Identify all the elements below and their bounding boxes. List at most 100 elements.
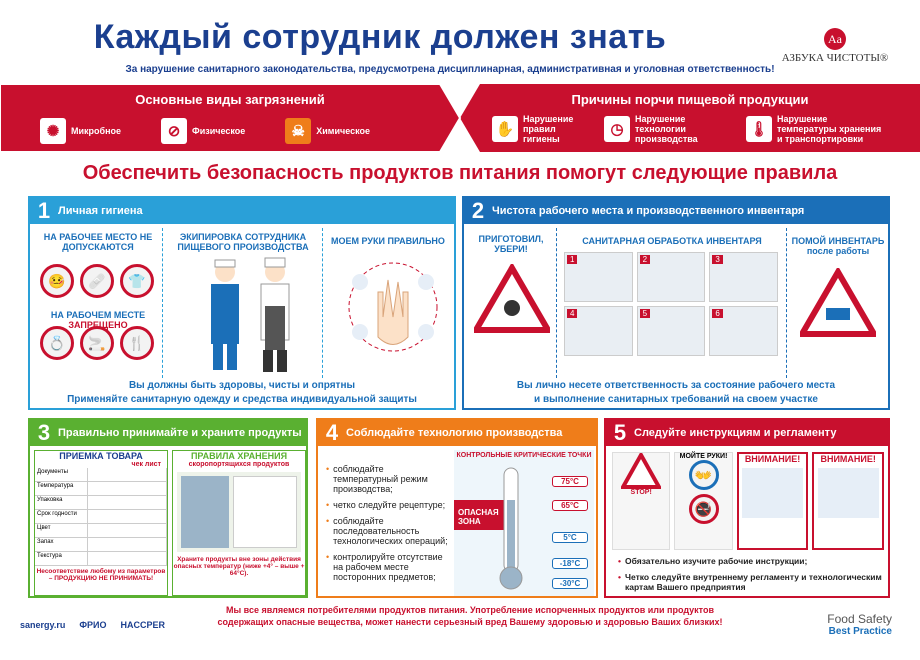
- checklist-row: Текстура: [35, 552, 167, 566]
- contamination-types-list: ✺Микробное ⊘Физическое ☠Химическое: [40, 118, 370, 144]
- worker-uniform-icon: [211, 257, 290, 372]
- receiving-footer: Несоответствие любому из параметров – ПР…: [36, 568, 166, 582]
- dirty-clothes-icon: 👕: [120, 264, 154, 298]
- critical-points-title: КОНТРОЛЬНЫЕ КРИТИЧЕСКИЕ ТОЧКИ: [456, 452, 592, 459]
- cause-hygiene: ✋Нарушение правил гигиены: [492, 114, 592, 144]
- jewelry-icon: 💍: [40, 326, 74, 360]
- panel-receive-store: 3 Правильно принимайте и храните продукт…: [28, 418, 308, 598]
- instruction-bullets: •Обязательно изучите рабочие инструкции;…: [618, 556, 882, 598]
- step-6: 6: [709, 306, 778, 356]
- panel1-not-allowed-row: 🤒 🩹 👕: [40, 264, 154, 298]
- fridge-icon: [181, 476, 229, 548]
- panel1-number: 1: [37, 198, 51, 223]
- tech-bullet-2: •четко следуйте рецептуре;: [326, 500, 446, 510]
- food-safety-text: Food Safety: [827, 612, 892, 626]
- danger-zone-label: ОПАСНАЯ ЗОНА: [458, 508, 499, 526]
- panel1-header: 1 Личная гигиена: [30, 198, 454, 224]
- cause-technology: ◷Нарушение технологии производства: [604, 114, 734, 144]
- hand-icon: ✋: [492, 116, 518, 142]
- temp-5: 5°С: [552, 532, 588, 543]
- sign-attention-1: ВНИМАНИЕ!: [736, 452, 809, 550]
- step-3: 3: [709, 252, 778, 302]
- contamination-types-title: Основные виды загрязнений: [135, 92, 325, 107]
- panel-personal-hygiene: 1 Личная гигиена НА РАБОЧЕЕ МЕСТО НЕ ДОП…: [28, 196, 456, 410]
- partner-logos: sanergy.ru ФРИО HACCPER: [20, 620, 165, 630]
- panel2-divider: [556, 228, 558, 378]
- wash-equipment-warning-icon: [800, 268, 876, 337]
- instruction-signs: STOP! МОЙТЕ РУКИ! 👐 🚭 ВНИМАНИЕ! ВНИМАНИЕ…: [612, 452, 884, 550]
- panel2-number: 2: [471, 198, 485, 223]
- clean-up-warning-icon: [474, 264, 550, 333]
- panel1-col1-title: НА РАБОЧЕЕ МЕСТО НЕ ДОПУСКАЮТСЯ: [43, 232, 153, 252]
- food-safety-logo: Food Safety Best Practice: [782, 612, 892, 637]
- panel2-title: Чистота рабочего места и производственно…: [492, 205, 805, 217]
- smoking-icon: 🚬: [80, 326, 114, 360]
- eating-icon: 🍴: [120, 326, 154, 360]
- contamination-band-bg: [0, 84, 920, 152]
- panel3-number: 3: [37, 420, 51, 445]
- attention-label-2: ВНИМАНИЕ!: [820, 454, 876, 464]
- page-title: Каждый сотрудник должен знать: [93, 18, 667, 56]
- storage-subtitle: скоропортящихся продуктов: [188, 461, 290, 468]
- panel2-col2-title: САНИТАРНАЯ ОБРАБОТКА ИНВЕНТАРЯ: [582, 236, 762, 246]
- panel1-footer-2: Применяйте санитарную одежду и средства …: [67, 394, 417, 405]
- critical-points-chart: КОНТРОЛЬНЫЕ КРИТИЧЕСКИЕ ТОЧКИ ОПАСНАЯ ЗО…: [454, 450, 594, 596]
- chemical-icon: ☠: [285, 118, 312, 144]
- panel2-col1-title: ПРИГОТОВИЛ, УБЕРИ!: [478, 234, 544, 254]
- sanitation-steps-grid: 1 2 3 4 5 6: [564, 252, 778, 356]
- receiving-title: ПРИЕМКА ТОВАРА: [59, 451, 143, 461]
- panel1-divider: [162, 228, 164, 378]
- handwash-steps-icon: [348, 262, 438, 352]
- microbe-icon: ✺: [40, 118, 66, 144]
- temp-minus30: -30°С: [552, 578, 588, 589]
- fridge-illustration: [177, 472, 301, 552]
- spoilage-causes-list: ✋Нарушение правил гигиены ◷Нарушение тех…: [492, 114, 886, 144]
- receiving-subtitle: чек лист: [131, 461, 161, 468]
- clock-icon: ◷: [604, 116, 630, 142]
- checklist-row: Упаковка: [35, 496, 167, 510]
- panel4-header: 4 Соблюдайте технологию производства: [318, 420, 596, 446]
- checklist-row: Температура: [35, 482, 167, 496]
- contamination-microbial: ✺Микробное: [40, 118, 121, 144]
- checklist-row: Срок годности: [35, 510, 167, 524]
- warning-triangle-icon: [621, 453, 662, 489]
- temp-minus18: -18°С: [552, 558, 588, 569]
- logo-frio: ФРИО: [79, 620, 107, 630]
- panel1-footer-1: Вы должны быть здоровы, чисты и опрятны: [128, 380, 356, 391]
- panel5-header: 5 Следуйте инструкциям и регламенту: [606, 420, 888, 446]
- cause-temperature: 🌡Нарушение температуры хранения и трансп…: [746, 114, 886, 144]
- brand-logo: Aa АЗБУКА ЧИСТОТЫ®: [770, 28, 900, 64]
- panel-instructions: 5 Следуйте инструкциям и регламенту STOP…: [604, 418, 890, 598]
- panel5-number: 5: [613, 420, 627, 445]
- panel1-divider-2: [322, 228, 324, 378]
- panel2-header: 2 Чистота рабочего места и производствен…: [464, 198, 888, 224]
- storage-table-icon: [232, 476, 297, 548]
- panel-production-technology: 4 Соблюдайте технологию производства •со…: [316, 418, 598, 598]
- logo-sanergy: sanergy.ru: [20, 620, 66, 630]
- checklist-row: Запах: [35, 538, 167, 552]
- panel3-header: 3 Правильно принимайте и храните продукт…: [30, 420, 306, 446]
- step-1: 1: [564, 252, 633, 302]
- step-4: 4: [564, 306, 633, 356]
- brand-mark-icon: Aa: [824, 28, 846, 50]
- temp-65: 65°С: [552, 500, 588, 511]
- glass-shard-icon: ⊘: [161, 118, 188, 144]
- tech-bullet-3: •соблюдайте последовательность технологи…: [326, 516, 448, 546]
- sign-warning: STOP!: [612, 452, 671, 550]
- technology-bullets: •соблюдайте температурный режим производ…: [326, 464, 448, 588]
- logo-haccper: HACCPER: [120, 620, 166, 630]
- sick-person-icon: 🤒: [40, 264, 74, 298]
- bottom-message: Мы все являемся потребителями продуктов …: [217, 605, 723, 627]
- panel1-col1-subtitle: НА РАБОЧЕМ МЕСТЕ ЗАПРЕЩЕНО: [50, 310, 146, 330]
- panel1-forbidden-row: 💍 🚬 🍴: [40, 326, 154, 360]
- spoilage-causes-title: Причины порчи пищевой продукции: [571, 92, 809, 107]
- temp-75: 75°С: [552, 476, 588, 487]
- panel1-col2-title: ЭКИПИРОВКА СОТРУДНИКА ПИЩЕВОГО ПРОИЗВОДС…: [177, 232, 309, 252]
- panel2-divider-2: [786, 228, 788, 378]
- brand-name: АЗБУКА ЧИСТОТЫ®: [781, 52, 889, 64]
- panel5-title: Следуйте инструкциям и регламенту: [634, 427, 837, 439]
- page-subtitle: За нарушение санитарного законодательств…: [125, 64, 775, 75]
- attention-content-2: [817, 468, 879, 518]
- panel-workplace-cleanliness: 2 Чистота рабочего места и производствен…: [462, 196, 890, 410]
